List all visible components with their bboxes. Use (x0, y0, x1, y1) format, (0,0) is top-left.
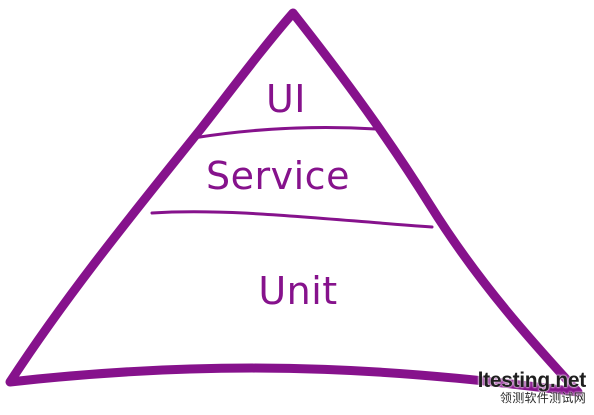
layer-label-service: Service (206, 154, 350, 198)
pyramid-divider-top (191, 125, 378, 140)
layer-label-unit: Unit (258, 269, 337, 313)
pyramid-outline (5, 8, 583, 397)
layer-label-ui: UI (266, 77, 306, 121)
pyramid-divider-bottom (150, 210, 434, 229)
